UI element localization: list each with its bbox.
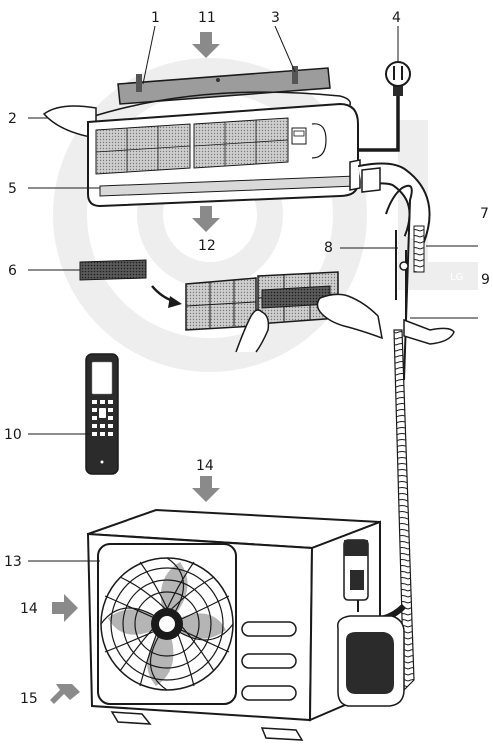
- label-8: 8: [324, 240, 333, 256]
- label-9: 9: [481, 272, 490, 288]
- label-15: 15: [20, 691, 38, 707]
- airflow-in-top-arrow-icon: [192, 476, 220, 502]
- fan-blades: [100, 557, 234, 691]
- watermark-text: LG: [450, 272, 463, 283]
- airflow-in-side-arrow-icon: [52, 594, 78, 622]
- part-labels: 1 11 3 4 2 5 12 7 8 6 9 10 14 13 14 15: [4, 10, 490, 707]
- power-plug-icon: [358, 61, 411, 152]
- label-6: 6: [8, 263, 17, 279]
- outdoor-unit-icon: [86, 508, 405, 741]
- filter-removal-illustration: [185, 271, 383, 353]
- label-13: 13: [4, 554, 22, 570]
- air-filter-icon: [79, 259, 182, 308]
- label-14-top: 14: [196, 458, 214, 474]
- airflow-in-arrow-icon: [192, 32, 220, 58]
- label-5: 5: [8, 181, 17, 197]
- label-7: 7: [480, 206, 489, 222]
- airflow-out-arrow-15-icon: [50, 684, 80, 704]
- label-10: 10: [4, 427, 22, 443]
- callout-lines: [28, 25, 478, 562]
- label-11: 11: [198, 10, 216, 26]
- remote-control-icon: [85, 353, 119, 475]
- label-1: 1: [151, 10, 160, 26]
- label-4: 4: [392, 10, 401, 26]
- airflow-out-arrow-icon: [192, 206, 220, 232]
- indoor-unit-icon: [42, 66, 361, 208]
- label-14-side: 14: [20, 601, 38, 617]
- label-12: 12: [198, 238, 216, 254]
- label-2: 2: [8, 111, 17, 127]
- label-3: 3: [271, 10, 280, 26]
